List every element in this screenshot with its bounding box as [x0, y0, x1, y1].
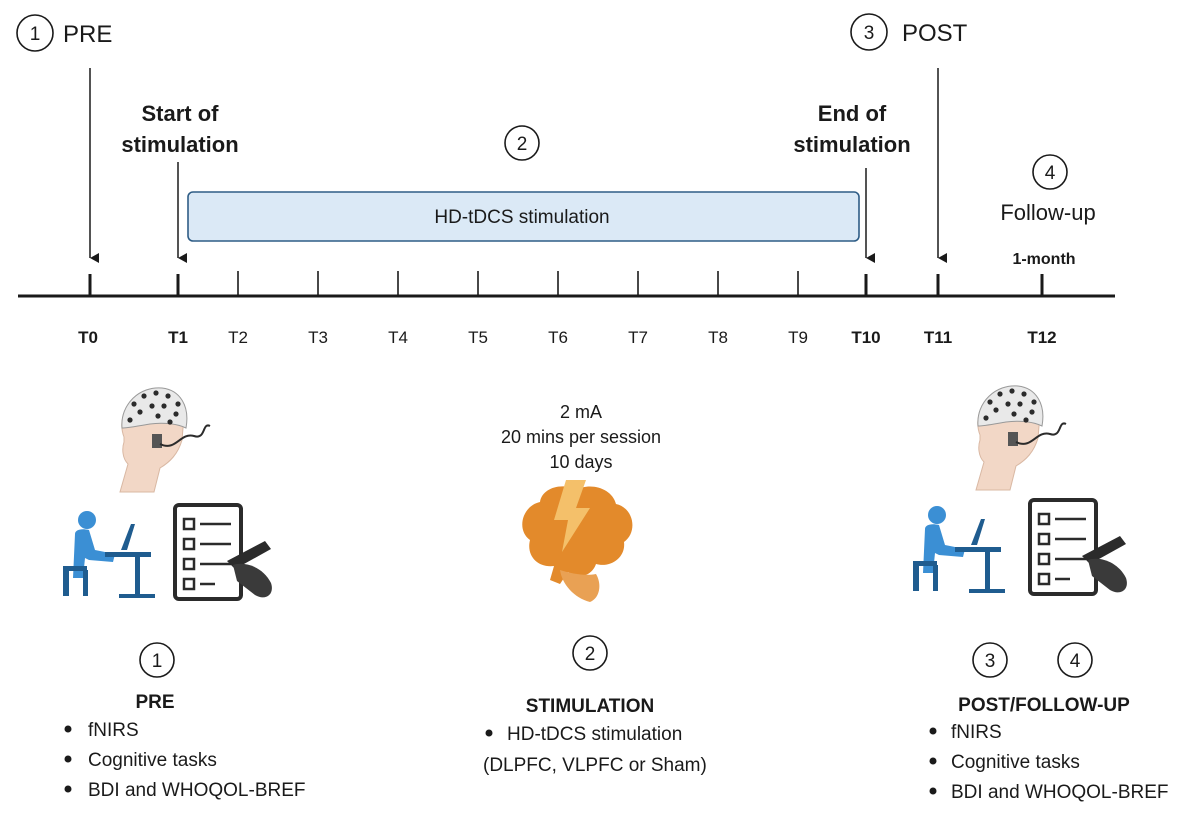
timepoint-label: T10: [851, 328, 880, 347]
stim-summary-title: STIMULATION: [526, 696, 654, 717]
post-summary: 3 4 POST/FOLLOW-UP fNIRS Cognitive tasks…: [929, 642, 1169, 803]
timepoint-label: T2: [228, 328, 248, 347]
phase-number: 2: [517, 134, 528, 155]
timepoint-label: T0: [78, 328, 98, 347]
phase-number-circle: [1032, 154, 1068, 190]
phase-number-circle: [1057, 642, 1093, 678]
person-at-computer-icon: [913, 506, 1005, 593]
followup-interval: 1-month: [1012, 251, 1075, 268]
timepoint-label: T9: [788, 328, 808, 347]
brain-lightning-icon: [522, 480, 633, 602]
pre-item: Cognitive tasks: [88, 750, 217, 771]
phase-number-circle: [139, 642, 175, 678]
phase-number: 3: [985, 651, 996, 672]
stimulation-bar-label: HD-tDCS stimulation: [434, 207, 609, 228]
stim-param-duration: 20 mins per session: [501, 427, 661, 447]
bullet-dot: [929, 727, 937, 735]
phase-number-circle: [504, 125, 540, 161]
phase-number-circle: [572, 635, 608, 671]
phase-label-post: POST: [902, 20, 968, 47]
stim-param-days: 10 days: [549, 452, 612, 472]
phase-number: 3: [864, 23, 875, 44]
phase-number: 4: [1045, 163, 1056, 184]
timepoint-label: T6: [548, 328, 568, 347]
post-item: BDI and WHOQOL-BREF: [951, 782, 1169, 803]
phase-followup-header: 4 Follow-up 1-month: [1000, 154, 1096, 268]
questionnaire-checklist-icon: [1028, 498, 1127, 596]
end-marker-line1: End of: [818, 101, 887, 126]
phase-number: 1: [30, 24, 41, 45]
start-marker-line1: Start of: [142, 101, 220, 126]
timepoint-label: T3: [308, 328, 328, 347]
phase-label-followup: Follow-up: [1000, 200, 1095, 225]
timepoint-label: T1: [168, 328, 188, 347]
pre-summary-title: PRE: [135, 692, 174, 713]
pre-item: fNIRS: [88, 720, 139, 741]
phase-stim-header: 2: [504, 125, 540, 161]
bullet-dot: [64, 725, 72, 733]
pre-item: BDI and WHOQOL-BREF: [88, 780, 306, 801]
phase-number: 4: [1070, 651, 1081, 672]
person-at-computer-icon: [63, 511, 155, 598]
phase-number-circle: [850, 13, 888, 51]
stim-summary: 2 STIMULATION HD-tDCS stimulation (DLPFC…: [483, 635, 707, 776]
end-marker-line2: stimulation: [793, 132, 910, 157]
post-item: fNIRS: [951, 722, 1002, 743]
phase-number: 2: [585, 644, 596, 665]
timepoint-label: T7: [628, 328, 648, 347]
post-item: Cognitive tasks: [951, 752, 1080, 773]
stimulation-bar: [187, 191, 860, 242]
timepoint-label: T8: [708, 328, 728, 347]
phase-number: 1: [152, 651, 163, 672]
timepoint-label: T5: [468, 328, 488, 347]
bullet-dot: [929, 787, 937, 795]
timepoint-label: T11: [924, 328, 952, 347]
timepoint-label: T4: [388, 328, 408, 347]
start-marker-line2: stimulation: [121, 132, 238, 157]
timeline-ticks: T0 T1 T2 T3 T4 T5 T6 T7 T8 T9 T10 T11 T12: [78, 271, 1057, 347]
post-summary-title: POST/FOLLOW-UP: [958, 695, 1130, 716]
phase-post-header: 3 POST: [850, 13, 968, 51]
timepoint-label: T12: [1027, 328, 1056, 347]
bullet-dot: [485, 729, 493, 737]
phase-label-pre: PRE: [63, 21, 112, 48]
bullet-dot: [64, 755, 72, 763]
bullet-dot: [64, 785, 72, 793]
bullet-dot: [929, 757, 937, 765]
phase-number-circle: [972, 642, 1008, 678]
questionnaire-checklist-icon: [173, 503, 272, 601]
phase-number-circle: [16, 14, 54, 52]
stim-item: HD-tDCS stimulation: [507, 724, 682, 745]
eeg-cap-head-icon: [119, 387, 211, 493]
stim-item-continued: (DLPFC, VLPFC or Sham): [483, 755, 707, 776]
phase-pre-header: 1 PRE: [16, 14, 112, 52]
stim-param-intensity: 2 mA: [560, 402, 602, 422]
eeg-cap-head-icon: [975, 385, 1067, 491]
pre-summary: 1 PRE fNIRS Cognitive tasks BDI and WHOQ…: [64, 642, 306, 801]
